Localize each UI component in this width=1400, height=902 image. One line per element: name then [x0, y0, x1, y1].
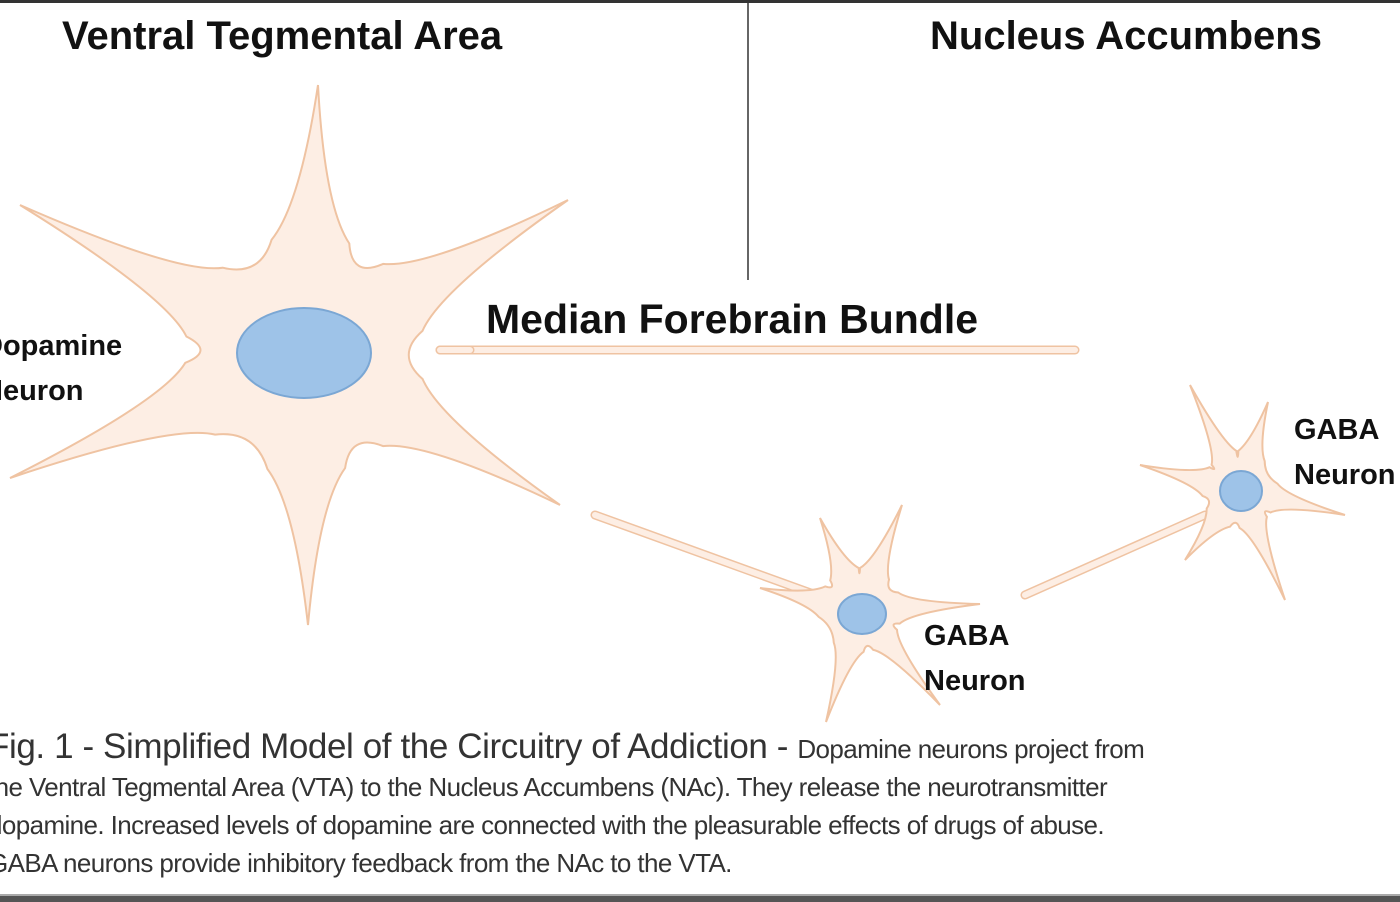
caption-text: Dopamine neurons project from	[797, 734, 1145, 764]
label-line: Neuron	[1294, 459, 1396, 491]
label-line: Dopamine	[0, 330, 123, 362]
label-line: GABA	[1294, 414, 1380, 446]
gaba-vta-axon-fill	[592, 512, 833, 603]
bottom-border	[0, 894, 1400, 902]
gaba-vta-nucleus	[837, 593, 887, 635]
figure-caption: Fig. 1 - Simplified Model of the Circuit…	[0, 728, 1400, 882]
label-line: Neuron	[0, 375, 84, 407]
gaba-nac-axon-fill	[1022, 512, 1208, 598]
dopamine-nucleus	[236, 307, 372, 399]
gaba-nac-nucleus	[1219, 470, 1263, 512]
gaba-neuron-nac-label: GABA Neuron	[1294, 408, 1396, 498]
caption-title: Fig. 1 - Simplified Model of the Circuit…	[0, 727, 798, 766]
caption-text: the Ventral Tegmental Area (VTA) to the …	[0, 772, 1108, 802]
median-forebrain-bundle-label: Median Forebrain Bundle	[486, 296, 979, 342]
gaba-neuron-vta-label: GABA Neuron	[924, 614, 1026, 704]
label-line: GABA	[924, 620, 1010, 652]
caption-text: GABA neurons provide inhibitory feedback…	[0, 848, 732, 878]
vta-title: Ventral Tegmental Area	[62, 14, 503, 58]
region-divider	[747, 3, 749, 280]
label-line: Neuron	[924, 665, 1026, 697]
dopamine-neuron-label: Dopamine Neuron	[0, 324, 122, 414]
nac-title: Nucleus Accumbens	[930, 14, 1322, 58]
top-border	[0, 0, 1400, 3]
caption-text: dopamine. Increased levels of dopamine a…	[0, 810, 1105, 840]
